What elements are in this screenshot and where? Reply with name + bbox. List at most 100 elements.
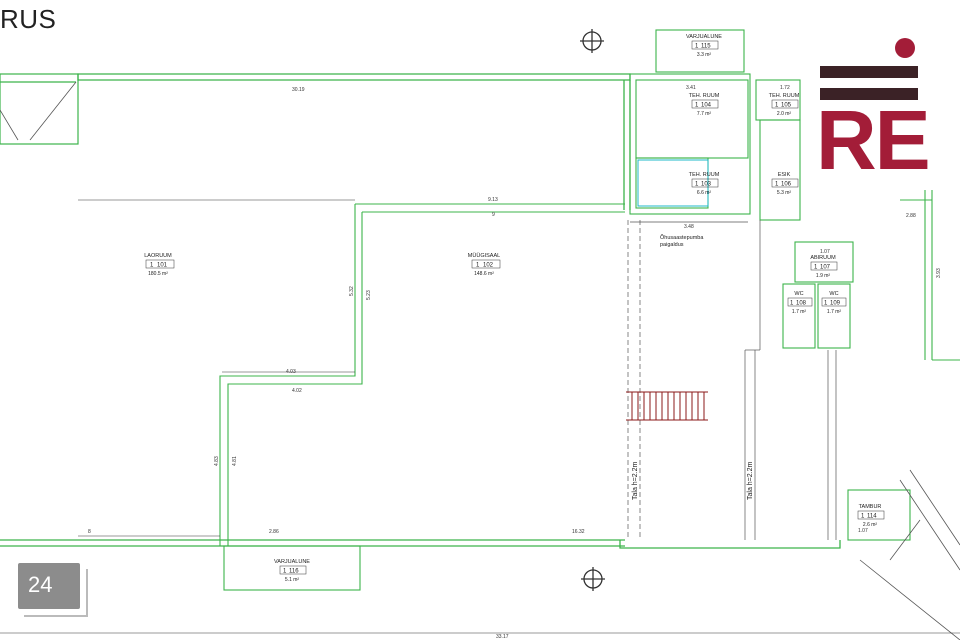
room-floor: 1 [775,182,779,188]
room-label-114: TAMBUR 1 114 2.6 m² [857,504,885,528]
room-floor: 1 [695,44,699,50]
dim-393: 3.93 [936,268,942,278]
room-area: 180.5 m² [148,271,168,277]
room-name: TEH. RUUM [689,93,720,99]
room-label-106: ESIK 1 106 5.3 m² [771,172,799,196]
room-floor: 1 [695,182,699,188]
room-name: TAMBUR [859,504,882,510]
logo-dot-icon [895,38,915,58]
room-floor: 1 [814,265,818,271]
dim-107: 1.07 [820,249,830,255]
dim-348: 3.48 [684,224,694,230]
dim-288: 2.88 [906,213,916,219]
room-name: TEH. RUUM [769,93,800,99]
room-floor: 1 [824,301,828,307]
room-floor: 1 [861,514,865,520]
room-label-101: LAORUUM 1 101 180.5 m² [144,253,175,277]
corridor-walls [627,220,837,540]
room-area: 2.6 m² [863,522,878,528]
dim-9: 9 [492,212,495,218]
room-name: WC [794,291,803,297]
room-label-104: TEH. RUUM 1 104 7.7 m² [689,93,720,117]
room-number: 101 [157,263,168,269]
room-floor: 1 [150,263,154,269]
room-number: 114 [867,514,877,520]
dim-bottom: 33.17 [496,634,509,640]
room-number: 103 [701,182,712,188]
room-area: 5.1 m² [285,577,300,583]
room-floor: 1 [775,103,779,109]
room-number: 107 [820,265,831,271]
dim-481: 4.81 [232,456,238,466]
logo-bar [820,66,882,78]
room-area: 1.7 m² [792,309,807,315]
room-label-116: VARJUALUNE 1 116 5.1 m² [274,559,310,583]
cyan-note-line-2: paigaldus [660,242,684,248]
room-label-103: TEH. RUUM 1 103 6.6 m² [689,172,720,196]
room-number: 106 [781,182,792,188]
technical-rooms [629,29,854,349]
room-number: 104 [701,103,712,109]
dim-mid: 9.13 [488,197,498,203]
logo-bar [820,88,918,100]
room-floor: 1 [695,103,699,109]
compass-bottom-icon [581,567,605,591]
compass-top-icon [580,29,604,53]
re-logo: RE [816,36,960,186]
cyan-room [637,159,709,207]
inner-step-wall [219,203,625,546]
room-label-102: MÜÜGISAAL 1 102 148.6 m² [468,252,501,277]
room-name: LAORUUM [144,253,172,259]
dim-483: 4.83 [214,456,220,466]
cyan-note-line-1: Õhusaastepumba [660,234,704,241]
exterior-stair [859,469,960,640]
room-area: 148.6 m² [474,271,494,277]
veranda-116 [223,545,361,591]
room-name: VARJUALUNE [274,559,310,565]
dim-402: 4.02 [292,388,302,394]
dim-top: 30.19 [292,87,305,93]
room-label-108: WC 1 108 1.7 m² [787,291,813,315]
room-label-107: ABIRUUM 1 107 1.9 m² [810,255,838,279]
room-number: 102 [483,263,494,269]
room-floor: 1 [283,569,287,575]
room-name: MÜÜGISAAL [468,252,500,259]
room-number: 109 [830,301,841,307]
room-number: 115 [701,44,711,50]
dim-1632: 16.32 [572,529,585,535]
room-name: ABIRUUM [810,255,836,261]
room-area: 2.0 m² [777,111,792,117]
room-number: 105 [781,103,792,109]
page-title: RUS [0,4,57,34]
room-name: WC [829,291,838,297]
dim-107b: 1.07 [858,528,868,534]
dim-532: 5.32 [349,286,355,296]
dim-403: 4.03 [286,369,296,375]
inner-wall-ticks [78,199,355,537]
dim-left-inner: 8 [88,529,91,535]
dim-341: 3.41 [686,85,696,91]
logo-text: RE [816,93,931,187]
image-count-number: 24 [28,572,53,597]
right-rooms [847,190,960,541]
image-count-badge[interactable]: 24 [18,563,88,617]
dim-523: 5.23 [366,290,372,300]
stairs [626,391,708,421]
room-area: 3.3 m² [697,52,712,58]
dim-286: 2.86 [269,529,279,535]
beam-label-1: Tala h=2.2m [632,462,639,500]
room-number: 116 [289,569,299,575]
dim-172: 1.72 [780,85,790,91]
beam-label-2: Tala h=2.2m [747,462,754,500]
room-name: TEH. RUUM [689,172,720,178]
room-area: 1.7 m² [827,309,842,315]
room-name: VARJUALUNE [686,34,722,40]
room-label-105: TEH. RUUM 1 105 2.0 m² [769,93,800,117]
room-area: 7.7 m² [697,111,712,117]
exterior-walls [0,73,841,549]
left-storage-diagonals [0,81,77,141]
room-label-115: VARJUALUNE 1 115 3.3 m² [686,34,722,58]
room-area: 1.9 m² [816,273,831,279]
room-area: 5.3 m² [777,190,792,196]
